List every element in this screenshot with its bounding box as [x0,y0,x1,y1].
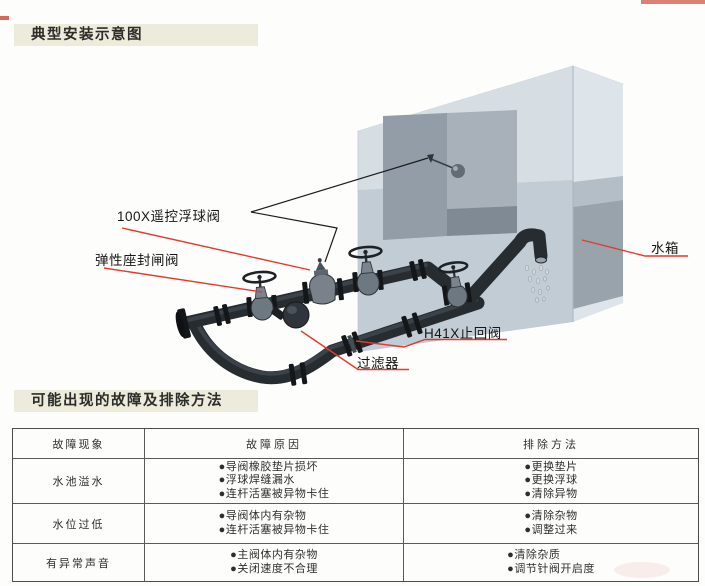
label-strainer: 过滤器 [357,356,399,371]
pipe-coupling [288,362,308,386]
pipe-coupling [401,312,423,338]
water-spout [459,228,550,309]
table-row: 有异常声音 ●主阀体内有杂物●关闭速度不合理 ●清除杂质●调节针阀开启度 [13,543,698,581]
column-header-cause: 故障原因 [144,429,404,458]
table-row: 水池溢水 ●导阀橡胶垫片损坏●浮球焊缝漏水●连杆活塞被异物卡住 ●更换垫片●更换… [13,458,698,503]
fault-methods: ●清除杂质●调节针阀开启度 [507,549,595,575]
fault-methods: ●更换垫片●更换浮球●清除异物 [524,460,578,500]
label-gate-valve: 弹性座封闸阀 [95,253,179,268]
float-ball [427,154,465,178]
leader-line-black [250,157,429,263]
fault-methods: ●清除杂物●调整过来 [524,510,578,536]
fault-phenomenon: 水位过低 [52,518,105,531]
section-title-troubleshooting: 可能出现的故障及排除方法 [14,390,258,412]
gate-valve-2 [348,245,384,296]
tank-opening [383,110,517,240]
fault-causes: ●导阀体内有杂物●连杆活塞被异物卡住 [144,504,404,543]
gate-valve-1 [242,270,278,321]
float-valve [302,258,344,305]
fault-table-body: 水池溢水 ●导阀橡胶垫片损坏●浮球焊缝漏水●连杆活塞被异物卡住 ●更换垫片●更换… [13,458,698,581]
fault-causes: ●导阀橡胶垫片损坏●浮球焊缝漏水●连杆活塞被异物卡住 [144,459,404,503]
water-droplets [524,264,550,303]
gate-valve-3 [438,261,473,308]
water-tank [357,65,624,352]
fault-causes: ●主阀体内有杂物●关闭速度不合理 [144,544,404,581]
strainer [271,301,310,329]
leader-lines-red [103,227,688,371]
label-water-tank: 水箱 [651,241,679,256]
column-header-phenomenon: 故障现象 [52,438,105,451]
fault-table: 故障现象 故障原因 排除方法 水池溢水 ●导阀橡胶垫片损坏●浮球焊缝漏水●连杆活… [12,428,699,582]
fault-phenomenon: 水池溢水 [52,476,105,488]
label-check-valve: H41X止回阀 [424,326,502,341]
label-float-valve: 100X遥控浮球阀 [117,209,221,224]
section-title-installation: 典型安装示意图 [14,24,258,46]
fault-phenomenon: 有异常声音 [46,557,111,570]
table-header-row: 故障现象 故障原因 排除方法 [13,429,698,458]
column-header-method: 排除方法 [523,438,579,451]
table-row: 水位过低 ●导阀体内有杂物●连杆活塞被异物卡住 ●清除杂物●调整过来 [13,503,698,543]
